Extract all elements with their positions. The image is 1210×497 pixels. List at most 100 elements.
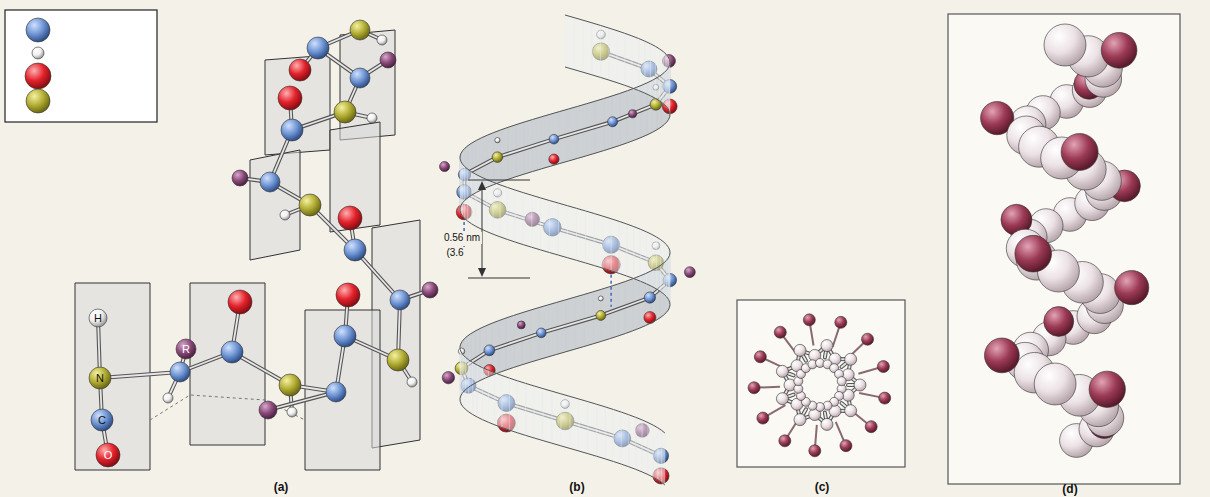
ribbon-band [585, 211, 594, 266]
peptide-plane [265, 55, 330, 155]
ribbon-band [650, 44, 655, 99]
ribbon-band [517, 381, 525, 436]
ribbon-band [636, 417, 642, 472]
atom-ball [821, 340, 833, 352]
ribbon-band [532, 195, 541, 250]
atom-ball [596, 311, 606, 321]
ribbon-band [611, 219, 619, 274]
atom-ball [1101, 32, 1137, 68]
atom-ball [821, 418, 833, 430]
atom-ball [536, 328, 546, 338]
atom-ball [32, 47, 44, 59]
ribbon-band [574, 18, 583, 73]
ribbon-band [583, 20, 592, 75]
ribbon-band [658, 428, 662, 483]
atom-ball [1044, 307, 1074, 337]
atom-ball [163, 393, 173, 403]
ribbon-band [540, 198, 549, 253]
ribbon-edge [460, 15, 670, 433]
atom-ball [754, 351, 766, 363]
bond [601, 298, 650, 316]
ribbon-band [552, 391, 561, 446]
ribbon-band [669, 250, 670, 305]
atom-ball [517, 321, 525, 329]
ribbon-band [619, 221, 627, 276]
ribbon-band [592, 23, 601, 78]
atom-ball [387, 349, 409, 371]
atom-ball [336, 283, 360, 307]
atom-ball [338, 206, 362, 230]
ribbon-band [549, 200, 558, 255]
atom-ball [779, 435, 791, 447]
ribbon-band [570, 396, 579, 451]
bond [489, 333, 541, 350]
ribbon-band [476, 174, 481, 229]
atom-ball [840, 440, 852, 452]
atom-ball [377, 35, 387, 45]
atom-ball [809, 445, 821, 457]
bond [489, 333, 541, 350]
ribbon-band [543, 389, 552, 444]
bond [497, 139, 553, 157]
ribbon-band [567, 206, 576, 261]
atom-ball [91, 409, 113, 431]
bond [554, 122, 613, 139]
ribbon-band [487, 180, 493, 235]
ribbon-band [645, 41, 651, 96]
ribbon-band [523, 193, 531, 248]
dimension-arrowhead [478, 181, 486, 190]
ribbon-band [577, 208, 586, 263]
ribbon-band [648, 423, 653, 478]
atom-ball [279, 374, 301, 396]
ribbon-band [663, 52, 666, 107]
atom-ball [440, 162, 450, 172]
ribbon-band [500, 185, 507, 240]
atom-ball [170, 362, 190, 382]
ribbon-band [634, 227, 641, 282]
atom-ball [774, 326, 786, 338]
atom-ball [390, 290, 410, 310]
atom-ball [307, 37, 329, 59]
dimension-arrowhead [478, 268, 486, 277]
bond [541, 315, 601, 332]
ribbon-band [477, 365, 482, 420]
atom-ball [344, 239, 366, 261]
atom-ball [1089, 371, 1125, 407]
ribbon-band [488, 370, 494, 425]
atom-ball [877, 361, 889, 373]
atom-ball [854, 379, 866, 391]
ribbon-band [601, 25, 609, 80]
atom-ball [287, 407, 297, 417]
atom-ball [96, 443, 120, 467]
ribbon-band [462, 164, 464, 219]
ribbon-band [463, 355, 465, 410]
key-box [5, 10, 157, 122]
bond [554, 122, 613, 139]
bond [613, 104, 656, 121]
ribbon-band [660, 49, 664, 104]
atom-ball [794, 344, 806, 356]
bond [541, 315, 601, 332]
dimension-tick [468, 180, 530, 181]
ribbon-band [483, 368, 489, 423]
atom-ball [984, 338, 1019, 373]
ribbon-band [534, 386, 543, 441]
ribbon-band [561, 394, 570, 449]
ribbon-band [629, 415, 636, 470]
ribbon-band [642, 420, 648, 475]
ribbon-band [652, 234, 657, 289]
ribbon-band [646, 232, 651, 287]
end-view-frame [737, 300, 905, 467]
ribbon-band [664, 242, 667, 297]
atom-ball [334, 101, 356, 123]
atom-ball [608, 117, 618, 127]
peptide-plane [330, 122, 380, 232]
atom-ball [835, 316, 847, 328]
atom-label: O [104, 450, 113, 461]
atom-ball [299, 194, 321, 216]
dimension-line [482, 184, 483, 274]
atom-ball [89, 309, 107, 327]
ribbon-band [597, 404, 606, 459]
panel-label: (c) [815, 481, 830, 493]
